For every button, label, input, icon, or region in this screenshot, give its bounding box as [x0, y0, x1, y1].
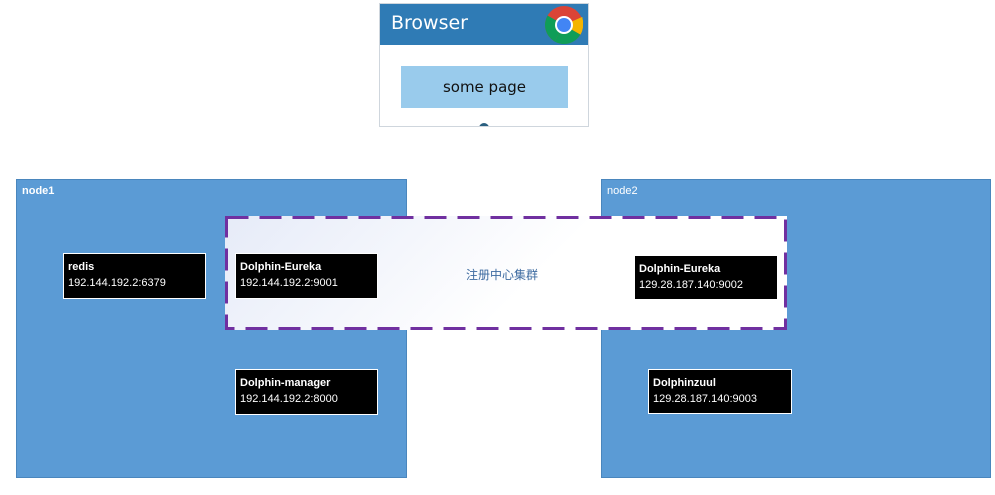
service-eureka-node2: Dolphin-Eureka 129.28.187.140:9002	[634, 255, 778, 300]
service-address: 192.144.192.2:6379	[68, 277, 166, 289]
service-name: Dolphinzuul	[653, 377, 716, 389]
service-redis: redis 192.144.192.2:6379	[63, 253, 206, 299]
service-address: 129.28.187.140:9002	[639, 279, 743, 291]
service-name: Dolphin-manager	[240, 377, 331, 389]
chrome-icon	[545, 6, 584, 44]
registry-cluster-label: 注册中心集群	[466, 268, 539, 282]
service-name: Dolphin-Eureka	[639, 263, 721, 275]
service-address: 129.28.187.140:9003	[653, 393, 757, 405]
connector-dot	[479, 123, 489, 126]
node2-label: node2	[607, 185, 638, 197]
service-manager: Dolphin-manager 192.144.192.2:8000	[235, 369, 378, 415]
registry-cluster-border	[225, 216, 787, 330]
service-eureka-node1: Dolphin-Eureka 192.144.192.2:9001	[235, 253, 378, 299]
service-zuul: Dolphinzuul 129.28.187.140:9003	[648, 369, 792, 414]
page-box: some page	[401, 66, 568, 108]
service-name: Dolphin-Eureka	[240, 261, 322, 273]
browser-title: Browser	[391, 12, 468, 34]
browser-window: Browser some page	[379, 3, 589, 127]
service-address: 192.144.192.2:8000	[240, 393, 338, 405]
service-name: redis	[68, 261, 95, 273]
node1-label: node1	[22, 185, 55, 197]
service-address: 192.144.192.2:9001	[240, 277, 338, 289]
